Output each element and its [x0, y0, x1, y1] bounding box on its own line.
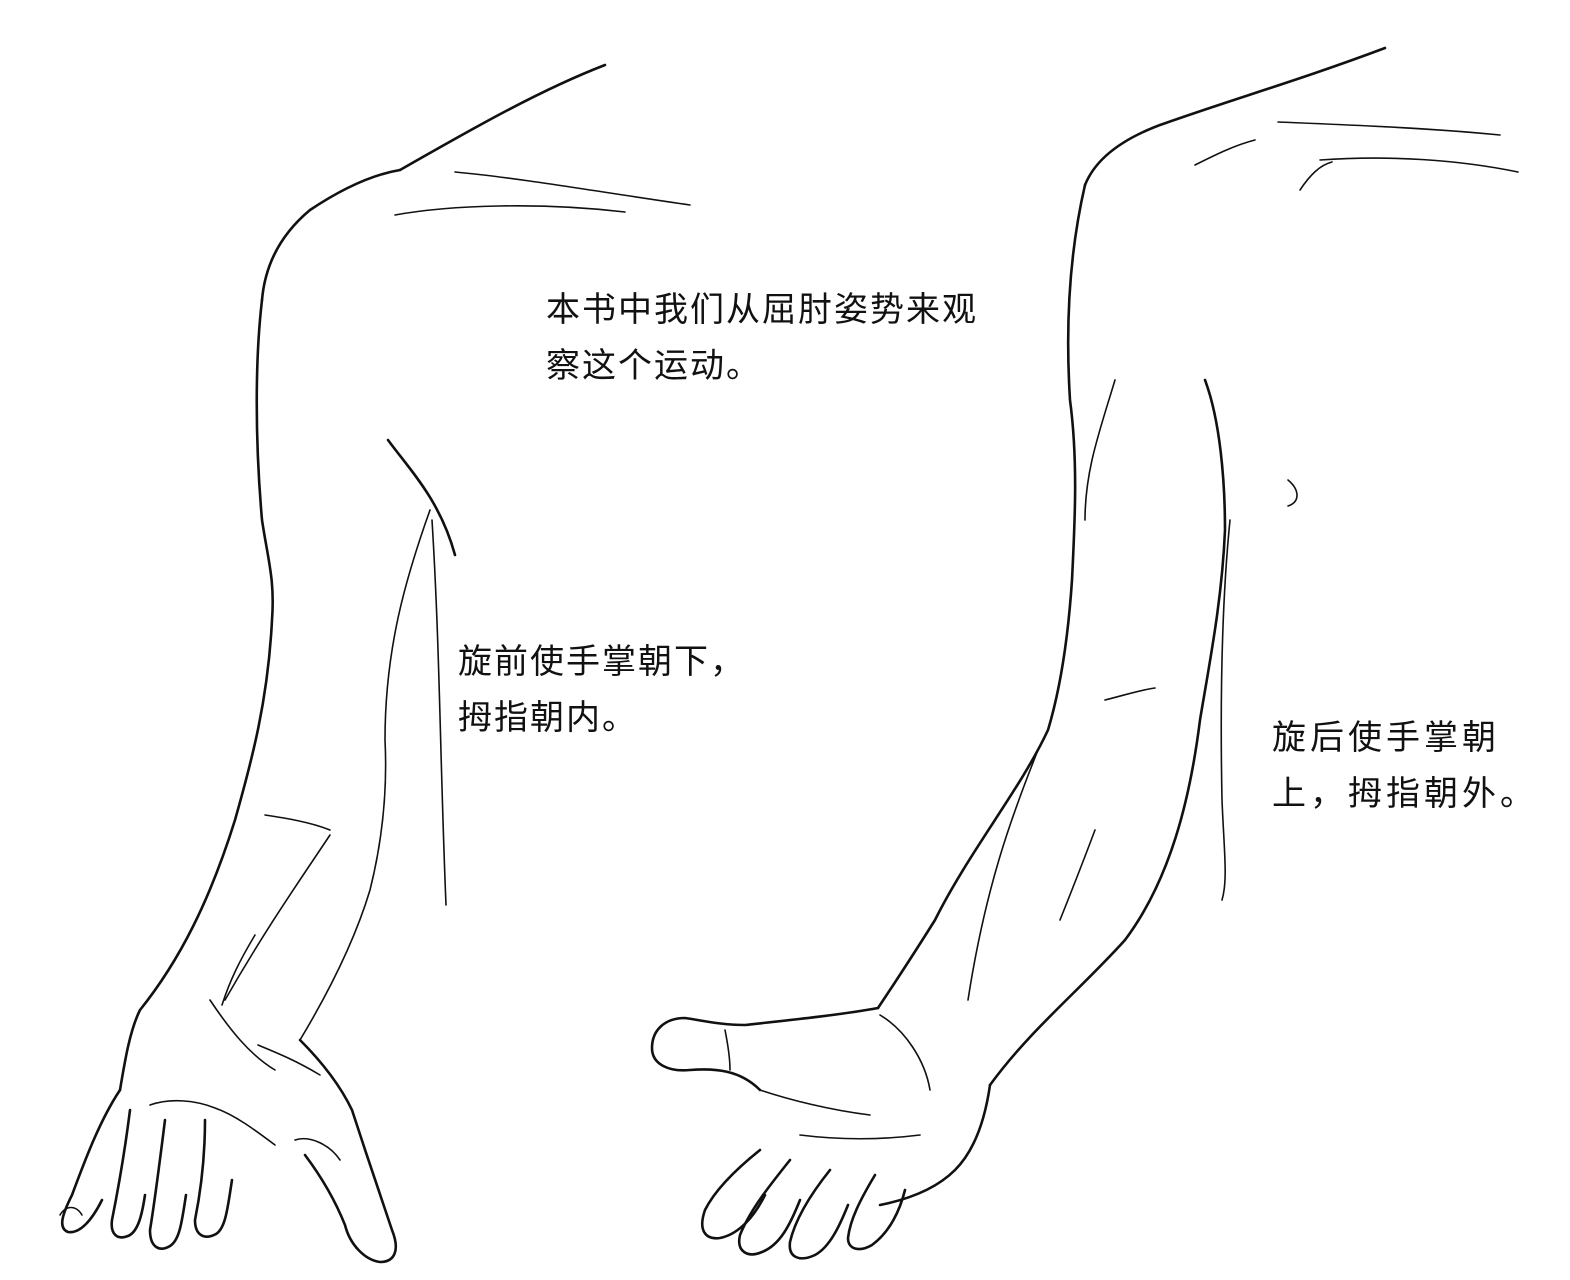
right-arm-palm-crease-2 [799, 1134, 921, 1140]
left-arm-finger-1 [60, 1088, 122, 1234]
right-arm-deltoid-line-2 [1299, 161, 1333, 191]
left-arm-biceps-line [299, 509, 431, 1041]
left-arm-knuckle-detail [59, 1206, 83, 1216]
right-arm-inner-contour [988, 378, 1227, 1087]
left-arm-knuckle-line [149, 1099, 276, 1146]
pronated-arm-drawing [59, 63, 691, 1264]
caption-intro-line-1: 本书中我们从屈肘姿势来观 [546, 290, 978, 330]
right-arm-palm-outline [650, 1006, 880, 1092]
caption-supination-line-2: 上，拇指朝外。 [1272, 774, 1538, 814]
left-arm-inner-contour [386, 438, 457, 557]
right-arm-palm-crease-3 [879, 1014, 931, 1091]
caption-pronation-line-1: 旋前使手掌朝下， [458, 642, 746, 682]
right-arm-forearm-muscle-1 [1104, 687, 1156, 701]
left-arm-thumb-joint [294, 1138, 341, 1161]
left-arm-trapezius-line-1 [454, 171, 691, 206]
left-arm-trapezius-line-2 [394, 205, 626, 216]
caption-pronation: 旋前使手掌朝下， 拇指朝内。 [458, 634, 746, 746]
left-arm-wrist-line [298, 1038, 397, 1264]
right-arm-deltoid-line-1 [1194, 139, 1256, 166]
right-arm-finger-3 [788, 1168, 850, 1260]
left-arm-finger-2 [110, 1108, 147, 1239]
right-arm-outer-contour [876, 183, 1087, 1010]
right-arm-finger-4 [846, 1173, 907, 1251]
caption-intro-line-2: 察这个运动。 [546, 346, 762, 386]
left-arm-tendon-1 [209, 999, 276, 1071]
left-arm-tendon-2 [257, 1044, 321, 1076]
left-arm-forearm-muscle-2 [224, 834, 331, 1001]
caption-supination-line-1: 旋后使手掌朝 [1272, 718, 1500, 758]
left-arm-outer-contour [118, 298, 275, 1092]
right-arm-clavicle-line-1 [1277, 121, 1501, 136]
caption-intro: 本书中我们从屈肘姿势来观 察这个运动。 [546, 282, 978, 394]
caption-supination: 旋后使手掌朝 上，拇指朝外。 [1272, 710, 1538, 822]
right-arm-thumb-detail [724, 1029, 731, 1071]
left-arm-torso-edge [431, 519, 447, 906]
right-arm-navel-mark [1287, 479, 1298, 507]
left-arm-finger-4 [193, 1118, 234, 1238]
right-arm-forearm-muscle-3 [1059, 829, 1096, 921]
right-arm-finger-2 [737, 1158, 802, 1256]
left-arm-shoulder-line [398, 63, 607, 172]
right-arm-forearm-muscle-2 [967, 749, 1039, 1001]
right-arm-finger-1 [700, 1148, 767, 1240]
right-arm-clavicle-line-2 [1319, 157, 1519, 173]
left-arm-back-contour [260, 168, 402, 302]
right-arm-shoulder-line [1083, 46, 1387, 187]
right-arm-torso-edge [1220, 519, 1231, 901]
left-arm-forearm-muscle-1 [264, 814, 331, 831]
left-arm-finger-3 [148, 1118, 188, 1250]
supinated-arm-drawing [650, 46, 1519, 1260]
right-arm-palm-crease-1 [759, 1089, 871, 1116]
caption-pronation-line-2: 拇指朝内。 [458, 698, 638, 738]
right-arm-biceps-line [1084, 379, 1116, 521]
right-arm-palm-bottom [878, 1083, 992, 1207]
left-arm-forearm-muscle-3 [221, 934, 256, 1006]
